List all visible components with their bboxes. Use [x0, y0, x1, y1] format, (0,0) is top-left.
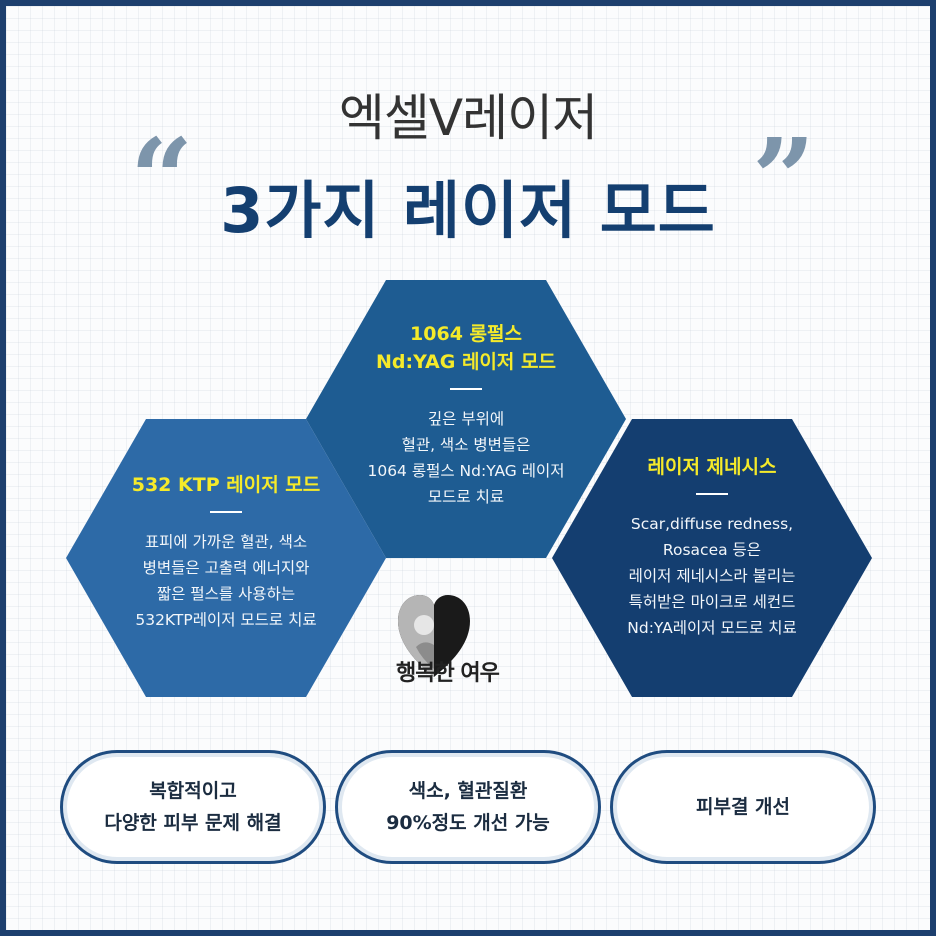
- hexagon-title: 532 KTP 레이저 모드: [131, 474, 321, 496]
- benefit-badge-skin-texture: 피부결 개선: [610, 750, 876, 864]
- page-subtitle: 3가지 레이저 모드: [220, 174, 716, 247]
- benefit-badge-multi-problem: 복합적이고 다양한 피부 문제 해결: [60, 750, 326, 864]
- divider: [210, 511, 242, 513]
- hexagon-ktp-mode: 532 KTP 레이저 모드 표피에 가까운 혈관, 색소 병변들은 고출력 에…: [66, 419, 386, 697]
- hexagon-description: 깊은 부위에 혈관, 색소 병변들은 1064 롱펄스 Nd:YAG 레이저 모…: [367, 410, 565, 506]
- hexagon-description: 표피에 가까운 혈관, 색소 병변들은 고출력 에너지와 짧은 펄스를 사용하는…: [135, 533, 317, 629]
- hexagon-description: Scar,diffuse redness, Rosacea 등은 레이저 제네시…: [627, 515, 797, 637]
- divider: [450, 388, 482, 390]
- hexagon-title: 1064 롱펄스 Nd:YAG 레이저 모드: [376, 323, 556, 373]
- divider: [696, 493, 728, 495]
- page-title: 엑셀V레이저: [338, 89, 598, 147]
- fox-heart-icon: [398, 595, 470, 677]
- close-quote-mark: ”: [752, 114, 816, 243]
- hexagon-title: 레이저 제네시스: [647, 456, 777, 478]
- open-quote-mark: “: [130, 114, 194, 243]
- logo-text: 행복한 여우: [396, 661, 500, 686]
- benefit-badge-pigment-vascular: 색소, 혈관질환 90%정도 개선 가능: [335, 750, 601, 864]
